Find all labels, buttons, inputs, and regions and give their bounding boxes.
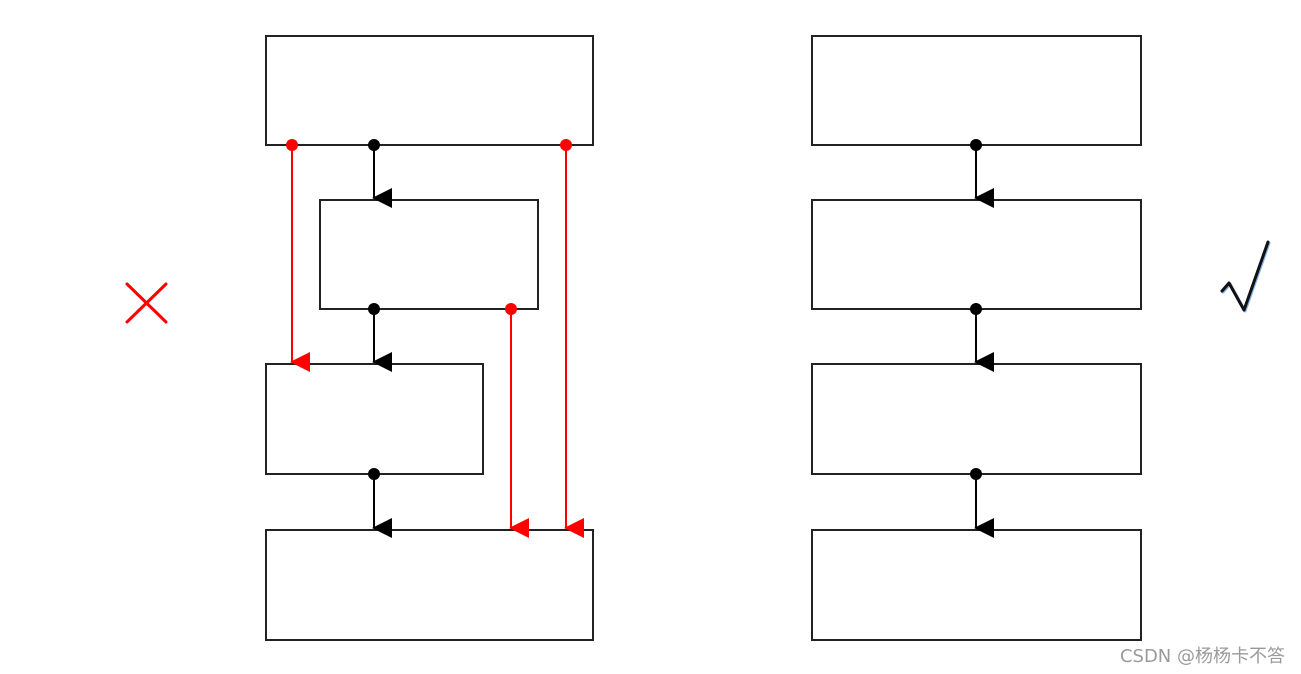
- wrong-dot-1-mid: [368, 139, 380, 151]
- wrong-diagram: [265, 35, 594, 641]
- wrong-dot-3-mid: [368, 468, 380, 480]
- wrong-layer-4-box: [265, 529, 594, 641]
- wrong-skip-dot-1-left: [286, 139, 298, 151]
- correct-diagram: [811, 35, 1142, 641]
- correct-dot-3: [970, 468, 982, 480]
- wrong-layer-2-box: [319, 199, 539, 310]
- correct-layer-1-box: [811, 35, 1142, 146]
- correct-layer-4-box: [811, 529, 1142, 641]
- watermark: CSDN @杨杨卡不答: [1119, 646, 1285, 667]
- wrong-layer-3-box: [265, 363, 484, 475]
- wrong-skip-dot-1-right: [560, 139, 572, 151]
- wrong-skip-dot-2-right: [505, 303, 517, 315]
- correct-dot-2: [970, 303, 982, 315]
- cross-mark-icon: [125, 282, 168, 324]
- correct-dot-1: [970, 139, 982, 151]
- correct-layer-3-box: [811, 363, 1142, 475]
- correct-layer-2-box: [811, 199, 1142, 310]
- wrong-dot-2-mid: [368, 303, 380, 315]
- wrong-layer-1-box: [265, 35, 594, 146]
- check-mark-icon: [1220, 240, 1271, 313]
